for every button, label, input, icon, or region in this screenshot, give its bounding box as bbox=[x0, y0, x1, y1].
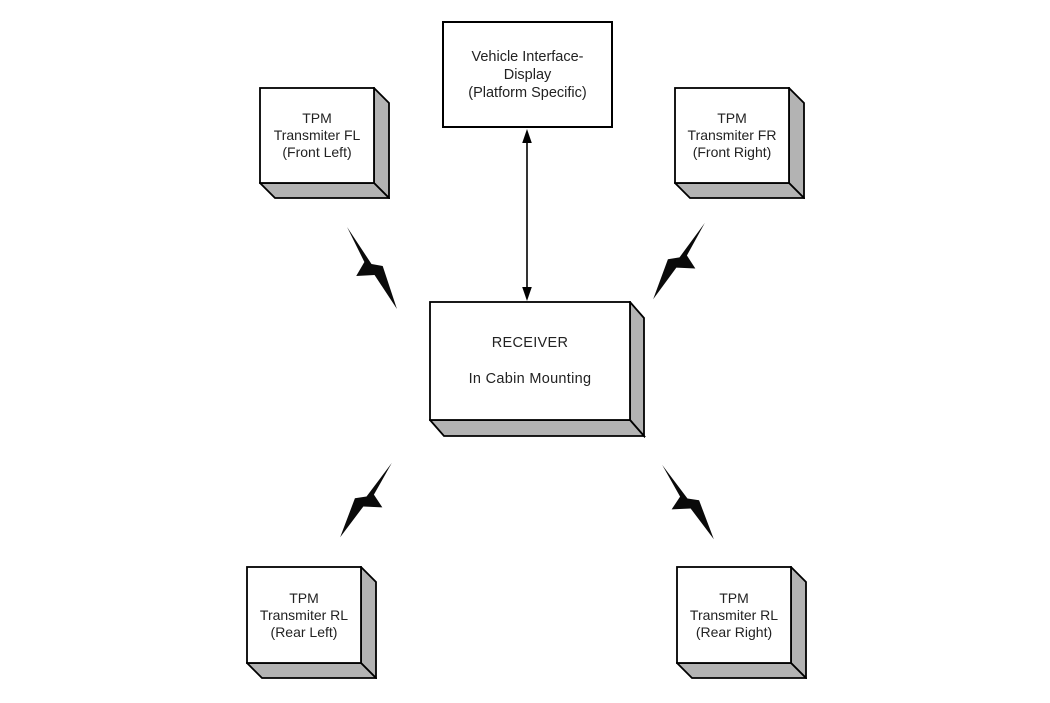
tpm-fr-label: TPM Transmiter FR (Front Right) bbox=[675, 88, 789, 183]
double-arrow-connector bbox=[518, 129, 536, 306]
label-line: Transmiter RL bbox=[259, 606, 349, 623]
lightning-bolt-icon bbox=[344, 226, 400, 312]
double-arrow-icon bbox=[522, 129, 532, 301]
label-line: (Front Left) bbox=[282, 144, 352, 160]
node-tpm-transmitter-fr: TPM Transmiter FR (Front Right) bbox=[674, 87, 805, 199]
label-line: TPM bbox=[719, 589, 749, 606]
label-line: TPM bbox=[289, 589, 319, 606]
label-line: In Cabin Mounting bbox=[468, 370, 592, 387]
tpm-fr-3d-box-shape bbox=[674, 87, 805, 199]
tpm-rr-3d-box-shape bbox=[676, 566, 807, 679]
node-vehicle-interface-display: Vehicle Interface- Display (Platform Spe… bbox=[442, 21, 613, 128]
tpm-fl-label: TPM Transmiter FL (Front Left) bbox=[260, 88, 374, 183]
label-line: (Rear Right) bbox=[695, 623, 773, 640]
node-tpm-transmitter-rr: TPM Transmiter RL (Rear Right) bbox=[676, 566, 807, 679]
node-receiver: RECEIVER In Cabin Mounting bbox=[429, 301, 646, 438]
vehicle-display-label: Vehicle Interface- Display (Platform Spe… bbox=[444, 23, 611, 126]
tpm-rr-label: TPM Transmiter RL (Rear Right) bbox=[677, 567, 791, 663]
lightning-bolt-icon bbox=[337, 462, 395, 540]
node-tpm-transmitter-fl: TPM Transmiter FL (Front Left) bbox=[259, 87, 390, 199]
label-line: Transmiter FL bbox=[273, 127, 361, 143]
receiver-label: RECEIVER In Cabin Mounting bbox=[430, 302, 630, 420]
label-line: (Rear Left) bbox=[270, 623, 338, 640]
label-line: RECEIVER bbox=[491, 334, 569, 351]
label-line: TPM bbox=[302, 110, 332, 126]
label-line: Vehicle Interface- bbox=[471, 48, 584, 65]
node-tpm-transmitter-rl: TPM Transmiter RL (Rear Left) bbox=[246, 566, 377, 679]
tpm-rl-3d-box-shape bbox=[246, 566, 377, 679]
lightning-bolt-icon bbox=[650, 222, 708, 302]
tpm-fl-3d-box-shape bbox=[259, 87, 390, 199]
label-line: (Platform Specific) bbox=[468, 84, 587, 101]
label-line: TPM bbox=[717, 110, 747, 126]
label-line: Transmiter FR bbox=[687, 127, 777, 143]
lightning-bolt-icon bbox=[659, 464, 717, 542]
label-line: Display bbox=[503, 66, 552, 83]
tpm-rl-label: TPM Transmiter RL (Rear Left) bbox=[247, 567, 361, 663]
label-line: (Front Right) bbox=[692, 144, 772, 160]
label-line: Transmiter RL bbox=[689, 606, 779, 623]
receiver-3d-box-shape bbox=[429, 301, 646, 438]
